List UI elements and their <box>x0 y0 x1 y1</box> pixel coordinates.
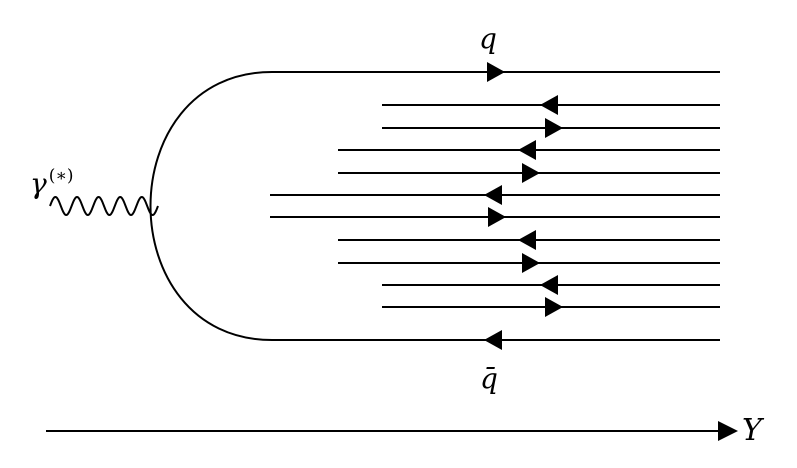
photon-wavy-line <box>49 195 159 217</box>
left-arrowhead <box>518 230 536 250</box>
left-arrowhead <box>518 140 536 160</box>
rapidity-axis-label: Y <box>742 413 765 448</box>
rapidity-axis-arrowhead <box>718 421 738 441</box>
left-arrowhead <box>540 95 558 115</box>
right-arrowhead <box>545 118 563 138</box>
left-arrowhead <box>484 185 502 205</box>
inner-string-pair-2 <box>338 140 720 183</box>
right-arrowhead <box>545 297 563 317</box>
inner-string-pair-5 <box>382 275 720 317</box>
inner-string-pair-3 <box>270 185 720 227</box>
quark-arrowhead <box>487 62 505 82</box>
right-arrowhead <box>522 253 540 273</box>
inner-string-pair-4 <box>338 230 720 273</box>
quark-antiquark-loop <box>149 71 720 341</box>
photon-label: γ(∗) <box>30 166 74 200</box>
antiquark-arrowhead <box>484 330 502 350</box>
photon-superscript: (∗) <box>49 166 74 186</box>
left-arrowhead <box>540 275 558 295</box>
antiquark-label: q̄ <box>480 362 498 395</box>
right-arrowhead <box>522 163 540 183</box>
quark-label: q <box>479 22 497 55</box>
inner-string-pair-1 <box>382 95 720 138</box>
right-arrowhead <box>488 207 506 227</box>
